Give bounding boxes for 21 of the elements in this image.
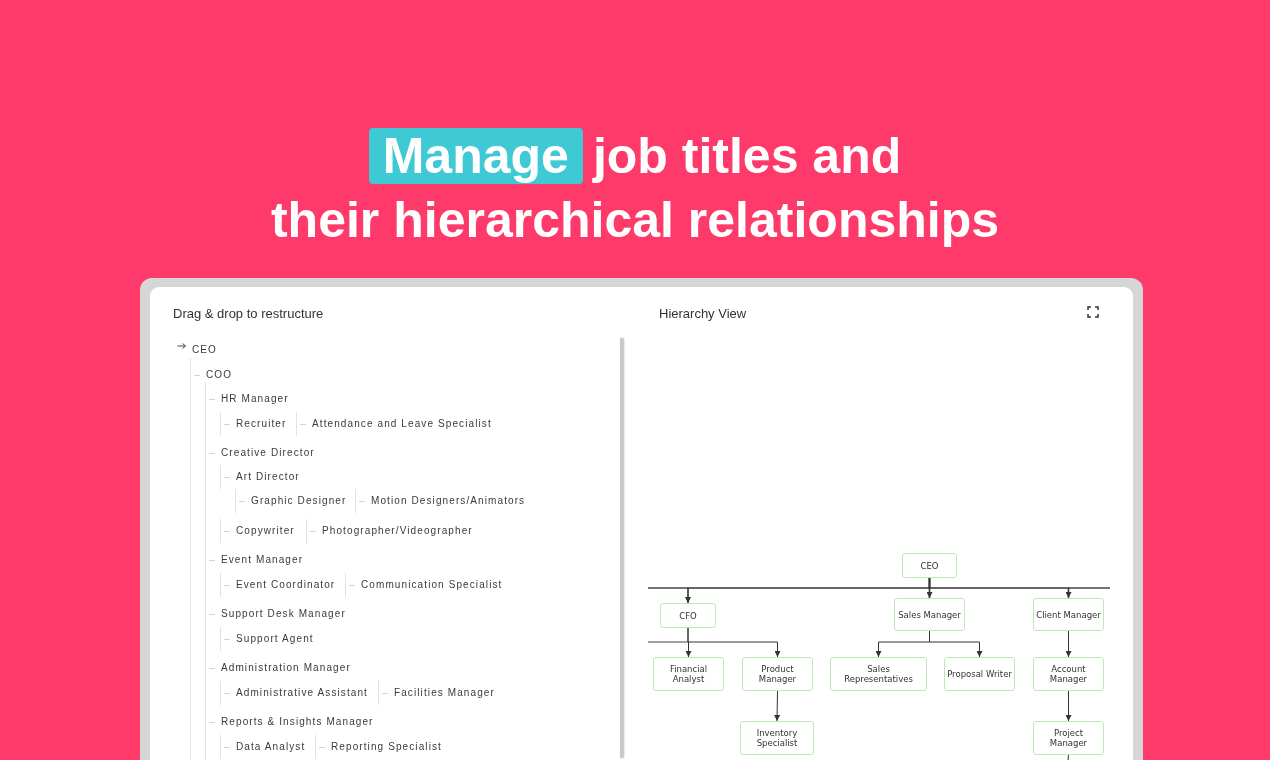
arrow (687, 627, 781, 658)
arrow (1065, 630, 1072, 658)
job-box: CFO (660, 603, 716, 628)
panel-heading: Drag & drop to restructure (173, 306, 324, 321)
connector-line (1067, 754, 1069, 760)
headline: Manage job titles and their hierarchical relationships (269, 127, 1000, 250)
job-box: Product Manager (742, 657, 813, 691)
job-title: CEO (192, 343, 218, 357)
job-box: Client Manager (1033, 598, 1104, 631)
panel-heading: Hierarchy View (659, 306, 747, 321)
job-box: Financial Analyst (653, 657, 724, 691)
job-box: Sales Representatives (830, 657, 927, 691)
job-box: Account Manager (1033, 657, 1104, 691)
job-box: Proposal Writer (944, 657, 1015, 691)
job-box: CEO (902, 553, 957, 578)
job-box: Inventory Specialist (740, 721, 814, 755)
arrow (774, 690, 781, 722)
arrow (1065, 690, 1072, 722)
arrow (928, 577, 1072, 599)
job-box: Project Manager (1033, 721, 1104, 755)
job-box: Sales Manager (894, 598, 965, 631)
